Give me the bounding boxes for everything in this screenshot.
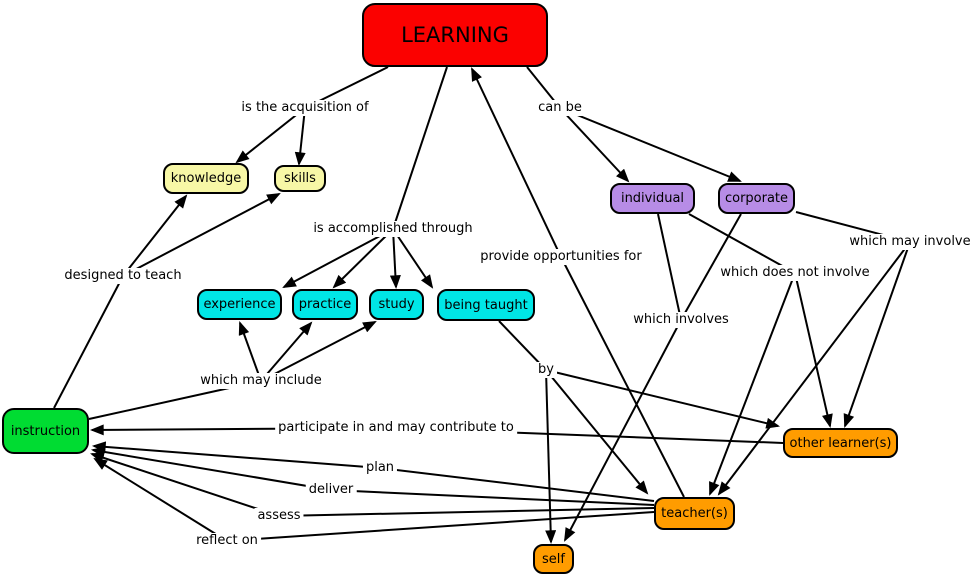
link-learning-canbe <box>526 66 742 183</box>
link-which-does-not-involve <box>688 213 833 496</box>
node-teachers[interactable]: teacher(s) <box>654 497 735 530</box>
node-experience[interactable]: experience <box>197 289 282 320</box>
phrase-designed-to-teach[interactable]: designed to teach <box>61 268 185 284</box>
phrase-which-may-include[interactable]: which may include <box>197 373 325 389</box>
node-being-taught-label: being taught <box>444 297 528 313</box>
node-self[interactable]: self <box>533 544 574 574</box>
node-learning-label: LEARNING <box>401 23 509 47</box>
link-teachers-deliver <box>90 446 655 506</box>
phrase-is-the-acquisition-of[interactable]: is the acquisition of <box>238 100 372 116</box>
link-teachers-assess <box>90 452 655 517</box>
node-skills[interactable]: skills <box>274 165 326 192</box>
link-teachers-plan <box>91 441 655 502</box>
node-instruction-label: instruction <box>10 423 81 439</box>
node-knowledge[interactable]: knowledge <box>163 163 249 194</box>
node-individual[interactable]: individual <box>610 183 695 214</box>
node-skills-label: skills <box>284 171 316 186</box>
phrase-assess[interactable]: assess <box>254 508 304 524</box>
node-other-learners-label: other learner(s) <box>789 435 892 451</box>
phrase-plan[interactable]: plan <box>362 460 398 476</box>
phrase-which-involves[interactable]: which involves <box>630 312 732 328</box>
phrase-which-may-involve[interactable]: which may involve <box>846 234 970 250</box>
node-corporate-label: corporate <box>724 191 789 206</box>
link-teachers-reflect <box>93 457 655 542</box>
node-study[interactable]: study <box>369 289 424 320</box>
link-which-involves <box>564 213 742 542</box>
phrase-reflect-on[interactable]: reflect on <box>193 533 261 549</box>
link-teachers-provide-learning <box>471 67 685 498</box>
node-self-label: self <box>542 551 565 567</box>
node-other-learners[interactable]: other learner(s) <box>783 428 898 458</box>
node-learning[interactable]: LEARNING <box>362 3 548 67</box>
node-knowledge-label: knowledge <box>170 171 242 186</box>
phrase-participate[interactable]: participate in and may contribute to <box>275 420 517 436</box>
phrase-can-be[interactable]: can be <box>535 100 585 116</box>
node-instruction[interactable]: instruction <box>2 408 89 454</box>
node-study-label: study <box>378 297 415 312</box>
node-practice[interactable]: practice <box>292 289 358 320</box>
phrase-deliver[interactable]: deliver <box>305 482 357 498</box>
phrase-is-accomplished-through[interactable]: is accomplished through <box>310 221 476 237</box>
link-instruction-include <box>88 321 377 420</box>
link-learning-accomplished <box>282 66 448 290</box>
link-instruction-designed <box>53 193 281 409</box>
phrase-provide-opportunities-for[interactable]: provide opportunities for <box>477 249 645 265</box>
node-corporate[interactable]: corporate <box>718 183 795 214</box>
node-teachers-label: teacher(s) <box>661 506 728 521</box>
node-individual-label: individual <box>620 191 685 206</box>
node-practice-label: practice <box>298 297 352 312</box>
node-experience-label: experience <box>203 297 276 312</box>
phrase-which-does-not-involve[interactable]: which does not involve <box>717 265 873 281</box>
node-being-taught[interactable]: being taught <box>437 289 535 321</box>
phrase-by[interactable]: by <box>535 362 557 378</box>
